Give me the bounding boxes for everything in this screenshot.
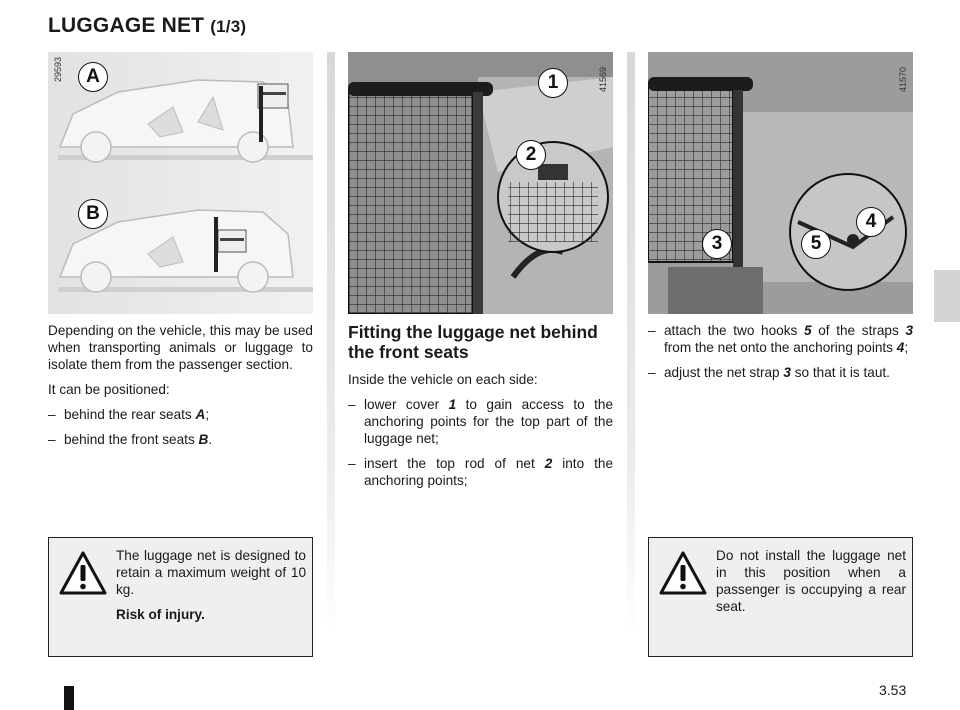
page-title: LUGGAGE NET (1/3) (48, 14, 247, 37)
positioned-paragraph: It can be positioned: (48, 382, 170, 397)
callout-a: A (78, 62, 108, 92)
column-separator-right (627, 52, 635, 637)
warning-passenger-text: Do not install the luggage net in this p… (716, 547, 906, 623)
step-adjust-strap: adjust the net strap 3 so that it is tau… (648, 364, 913, 381)
warning-passenger-body: Do not install the luggage net in this p… (716, 548, 906, 614)
list-item-rear-seats: behind the rear seats A; (48, 406, 313, 423)
step-insert-rod: insert the top rod of net 2 into the anc… (348, 455, 613, 489)
callout-b: B (78, 199, 108, 229)
warning-weight-text: The luggage net is designed to retain a … (116, 547, 306, 631)
warning-triangle-icon (59, 551, 107, 595)
figure-net-fitting: 1 2 41569 (348, 52, 613, 314)
page-edge-mark (64, 686, 74, 710)
warning-weight-body: The luggage net is designed to retain a … (116, 548, 306, 597)
figure-car-positions: A B 29593 (48, 52, 313, 314)
callout-5: 5 (801, 229, 831, 259)
page-subtitle: (1/3) (210, 17, 247, 36)
inside-vehicle-paragraph: Inside the vehicle on each side: (348, 372, 538, 387)
list-item-front-seats: behind the front seats B. (48, 431, 313, 448)
column-separator-left (327, 52, 335, 637)
figure-ref-right: 41570 (898, 66, 908, 92)
callout-2: 2 (516, 140, 546, 170)
callout-4: 4 (856, 207, 886, 237)
figure-ref-middle: 41569 (598, 66, 608, 92)
chapter-tab (934, 270, 960, 322)
callout-3: 3 (702, 229, 732, 259)
figure-strap-attachment: 3 4 5 41570 (648, 52, 913, 314)
figure-ref-left: 29593 (53, 56, 63, 82)
step-lower-cover: lower cover 1 to gain access to the anch… (348, 396, 613, 447)
section-heading: Fitting the luggage net behind the front… (348, 322, 598, 362)
callout-1: 1 (538, 68, 568, 98)
right-text-column: attach the two hooks 5 of the straps 3 f… (648, 322, 913, 389)
warning-weight-risk: Risk of injury. (116, 607, 205, 622)
intro-paragraph: Depending on the vehicle, this may be us… (48, 323, 313, 372)
warning-box-passenger: Do not install the luggage net in this p… (648, 537, 913, 657)
warning-triangle-icon (659, 551, 707, 595)
left-text-column: Depending on the vehicle, this may be us… (48, 322, 313, 456)
page-number: 3.53 (879, 682, 907, 698)
warning-box-weight: The luggage net is designed to retain a … (48, 537, 313, 657)
middle-text-column: Fitting the luggage net behind the front… (348, 322, 613, 497)
step-attach-hooks: attach the two hooks 5 of the straps 3 f… (648, 322, 913, 356)
